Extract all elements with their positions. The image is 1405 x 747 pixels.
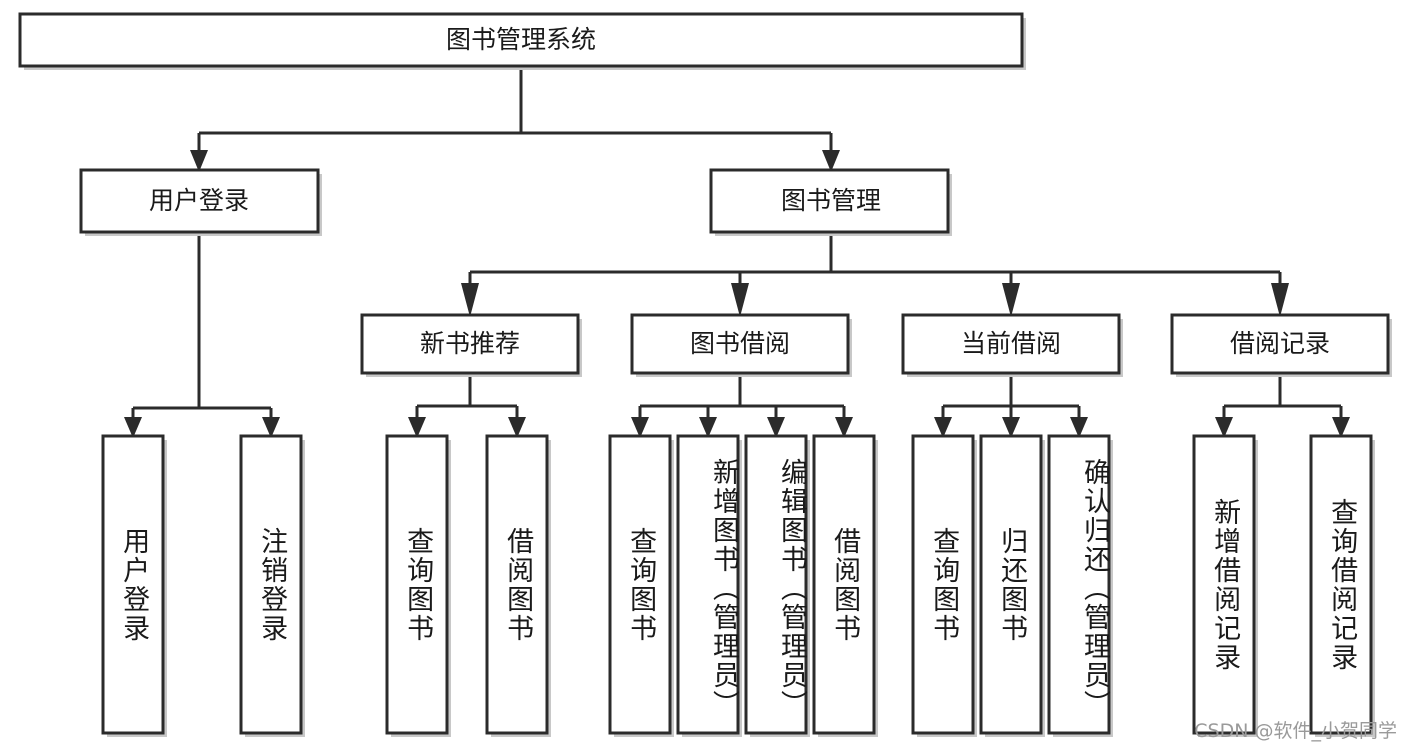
node-borrow-record-label: 借阅记录: [1230, 329, 1330, 358]
arrowhead-to-current-borrow: [1002, 283, 1020, 317]
node-current-borrow[interactable]: 当前借阅: [901, 313, 1123, 377]
arrowhead-leaf-9: [1002, 417, 1020, 438]
node-user-login-label: 用户登录: [149, 186, 249, 215]
connector-newbooks-bus: [415, 375, 519, 419]
leaf-node-3[interactable]: [485, 434, 551, 737]
leaf-node-6[interactable]: [744, 434, 810, 737]
leaf-node-4[interactable]: [608, 434, 674, 737]
arrowhead-leaf-12: [1332, 417, 1350, 438]
leaf-node-7[interactable]: [812, 434, 878, 737]
arrowhead-leaf-1: [262, 417, 280, 438]
leaf-node-9[interactable]: [979, 434, 1045, 737]
leaf-node-0[interactable]: [101, 434, 167, 737]
node-new-book-recommend[interactable]: 新书推荐: [360, 313, 582, 377]
leaf-node-12[interactable]: [1309, 434, 1375, 737]
node-root[interactable]: 图书管理系统: [18, 12, 1026, 70]
node-borrow-record[interactable]: 借阅记录: [1170, 313, 1392, 377]
leaf-node-11[interactable]: [1192, 434, 1258, 737]
leaf-node-8[interactable]: [911, 434, 977, 737]
arrowhead-to-borrow-record: [1271, 283, 1289, 317]
arrowhead-leaf-0: [124, 417, 142, 438]
connector-root-bus: [197, 66, 833, 152]
connector-currentborrow-bus: [941, 375, 1081, 419]
arrowhead-leaf-7: [835, 417, 853, 438]
arrowhead-leaf-5: [699, 417, 717, 438]
arrowhead-leaf-6: [767, 417, 785, 438]
watermark: CSDN @软件_小贺同学: [1194, 720, 1397, 742]
connector-bookmgmt-bus: [468, 232, 1282, 285]
leaf-node-2[interactable]: [385, 434, 451, 737]
arrowhead-leaf-3: [508, 417, 526, 438]
arrowhead-leaf-11: [1215, 417, 1233, 438]
node-user-login[interactable]: 用户登录: [79, 168, 322, 236]
arrowhead-to-book-mgmt: [822, 150, 840, 172]
leaf-node-1[interactable]: [239, 434, 305, 737]
arrowhead-leaf-10: [1070, 417, 1088, 438]
connector-bookborrow-bus: [638, 375, 846, 419]
arrowhead-to-user-login: [190, 150, 208, 172]
leaf-node-5[interactable]: [676, 434, 742, 737]
connector-userlogin-bus: [131, 232, 273, 419]
connector-layer: [124, 66, 1350, 438]
arrowhead-to-new-books: [461, 283, 479, 317]
arrowhead-leaf-2: [408, 417, 426, 438]
node-book-management[interactable]: 图书管理: [709, 168, 952, 236]
arrowhead-to-book-borrow: [731, 283, 749, 317]
node-new-book-recommend-label: 新书推荐: [420, 329, 520, 358]
arrowhead-leaf-4: [631, 417, 649, 438]
node-book-management-label: 图书管理: [781, 186, 881, 215]
arrowhead-leaf-8: [934, 417, 952, 438]
node-current-borrow-label: 当前借阅: [961, 329, 1061, 358]
node-book-borrow[interactable]: 图书借阅: [630, 313, 852, 377]
node-book-borrow-label: 图书借阅: [690, 329, 790, 358]
leaf-node-10[interactable]: [1047, 434, 1113, 737]
connector-borrowrecord-bus: [1222, 375, 1343, 419]
node-root-label: 图书管理系统: [446, 25, 596, 54]
